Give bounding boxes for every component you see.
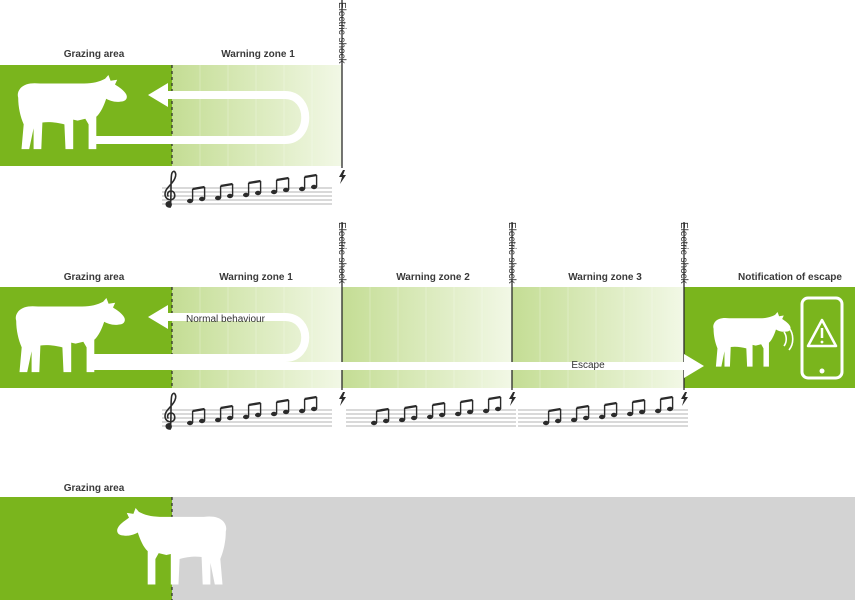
grazing-area-label: Grazing area [64, 272, 125, 283]
panel-2: Grazing area Warning zone 1 Warning zone… [0, 222, 855, 430]
music-notes-icon [161, 392, 333, 430]
escape-label: Escape [571, 360, 605, 371]
warning-zone-1-label: Warning zone 1 [219, 272, 293, 283]
music-notes-icon [517, 395, 689, 427]
panel-1: Grazing area Warning zone 1 Electric sho… [0, 0, 347, 208]
lightning-icon [681, 392, 688, 406]
warning-zone-3 [512, 287, 684, 388]
warning-zone-1 [172, 287, 342, 388]
electric-shock-label-1: Electric shock [336, 222, 347, 285]
warning-zone-2-label: Warning zone 2 [396, 272, 470, 283]
normal-behaviour-label: Normal behaviour [186, 314, 266, 325]
warning-zone-1 [172, 65, 342, 166]
lightning-icon [339, 170, 346, 184]
escape-arrow [94, 362, 684, 370]
electric-shock-label-2: Electric shock [506, 222, 517, 285]
normal-behaviour-arrow [94, 313, 310, 362]
arrow-head [684, 354, 704, 378]
panel-3: Grazing area [0, 483, 855, 600]
electric-shock-label-3: Electric shock [678, 222, 689, 285]
arrow-head [148, 305, 168, 329]
music-notes-icon [345, 395, 517, 427]
inactive-area [172, 497, 855, 600]
vibration-icon [783, 327, 794, 351]
warning-zone-2 [342, 287, 512, 388]
u-turn-arrow [94, 91, 310, 144]
grazing-area-label: Grazing area [64, 49, 125, 60]
music-notes-icon [161, 170, 333, 208]
electric-shock-label: Electric shock [336, 2, 347, 65]
arrow-head [148, 83, 168, 107]
warning-zone-1-label: Warning zone 1 [221, 49, 295, 60]
lightning-icon [339, 392, 346, 406]
smartphone-alert-icon [800, 296, 844, 380]
notification-label: Notification of escape [738, 272, 842, 283]
grazing-area-label: Grazing area [64, 483, 125, 494]
warning-zone-3-label: Warning zone 3 [568, 272, 642, 283]
lightning-icon [509, 392, 516, 406]
